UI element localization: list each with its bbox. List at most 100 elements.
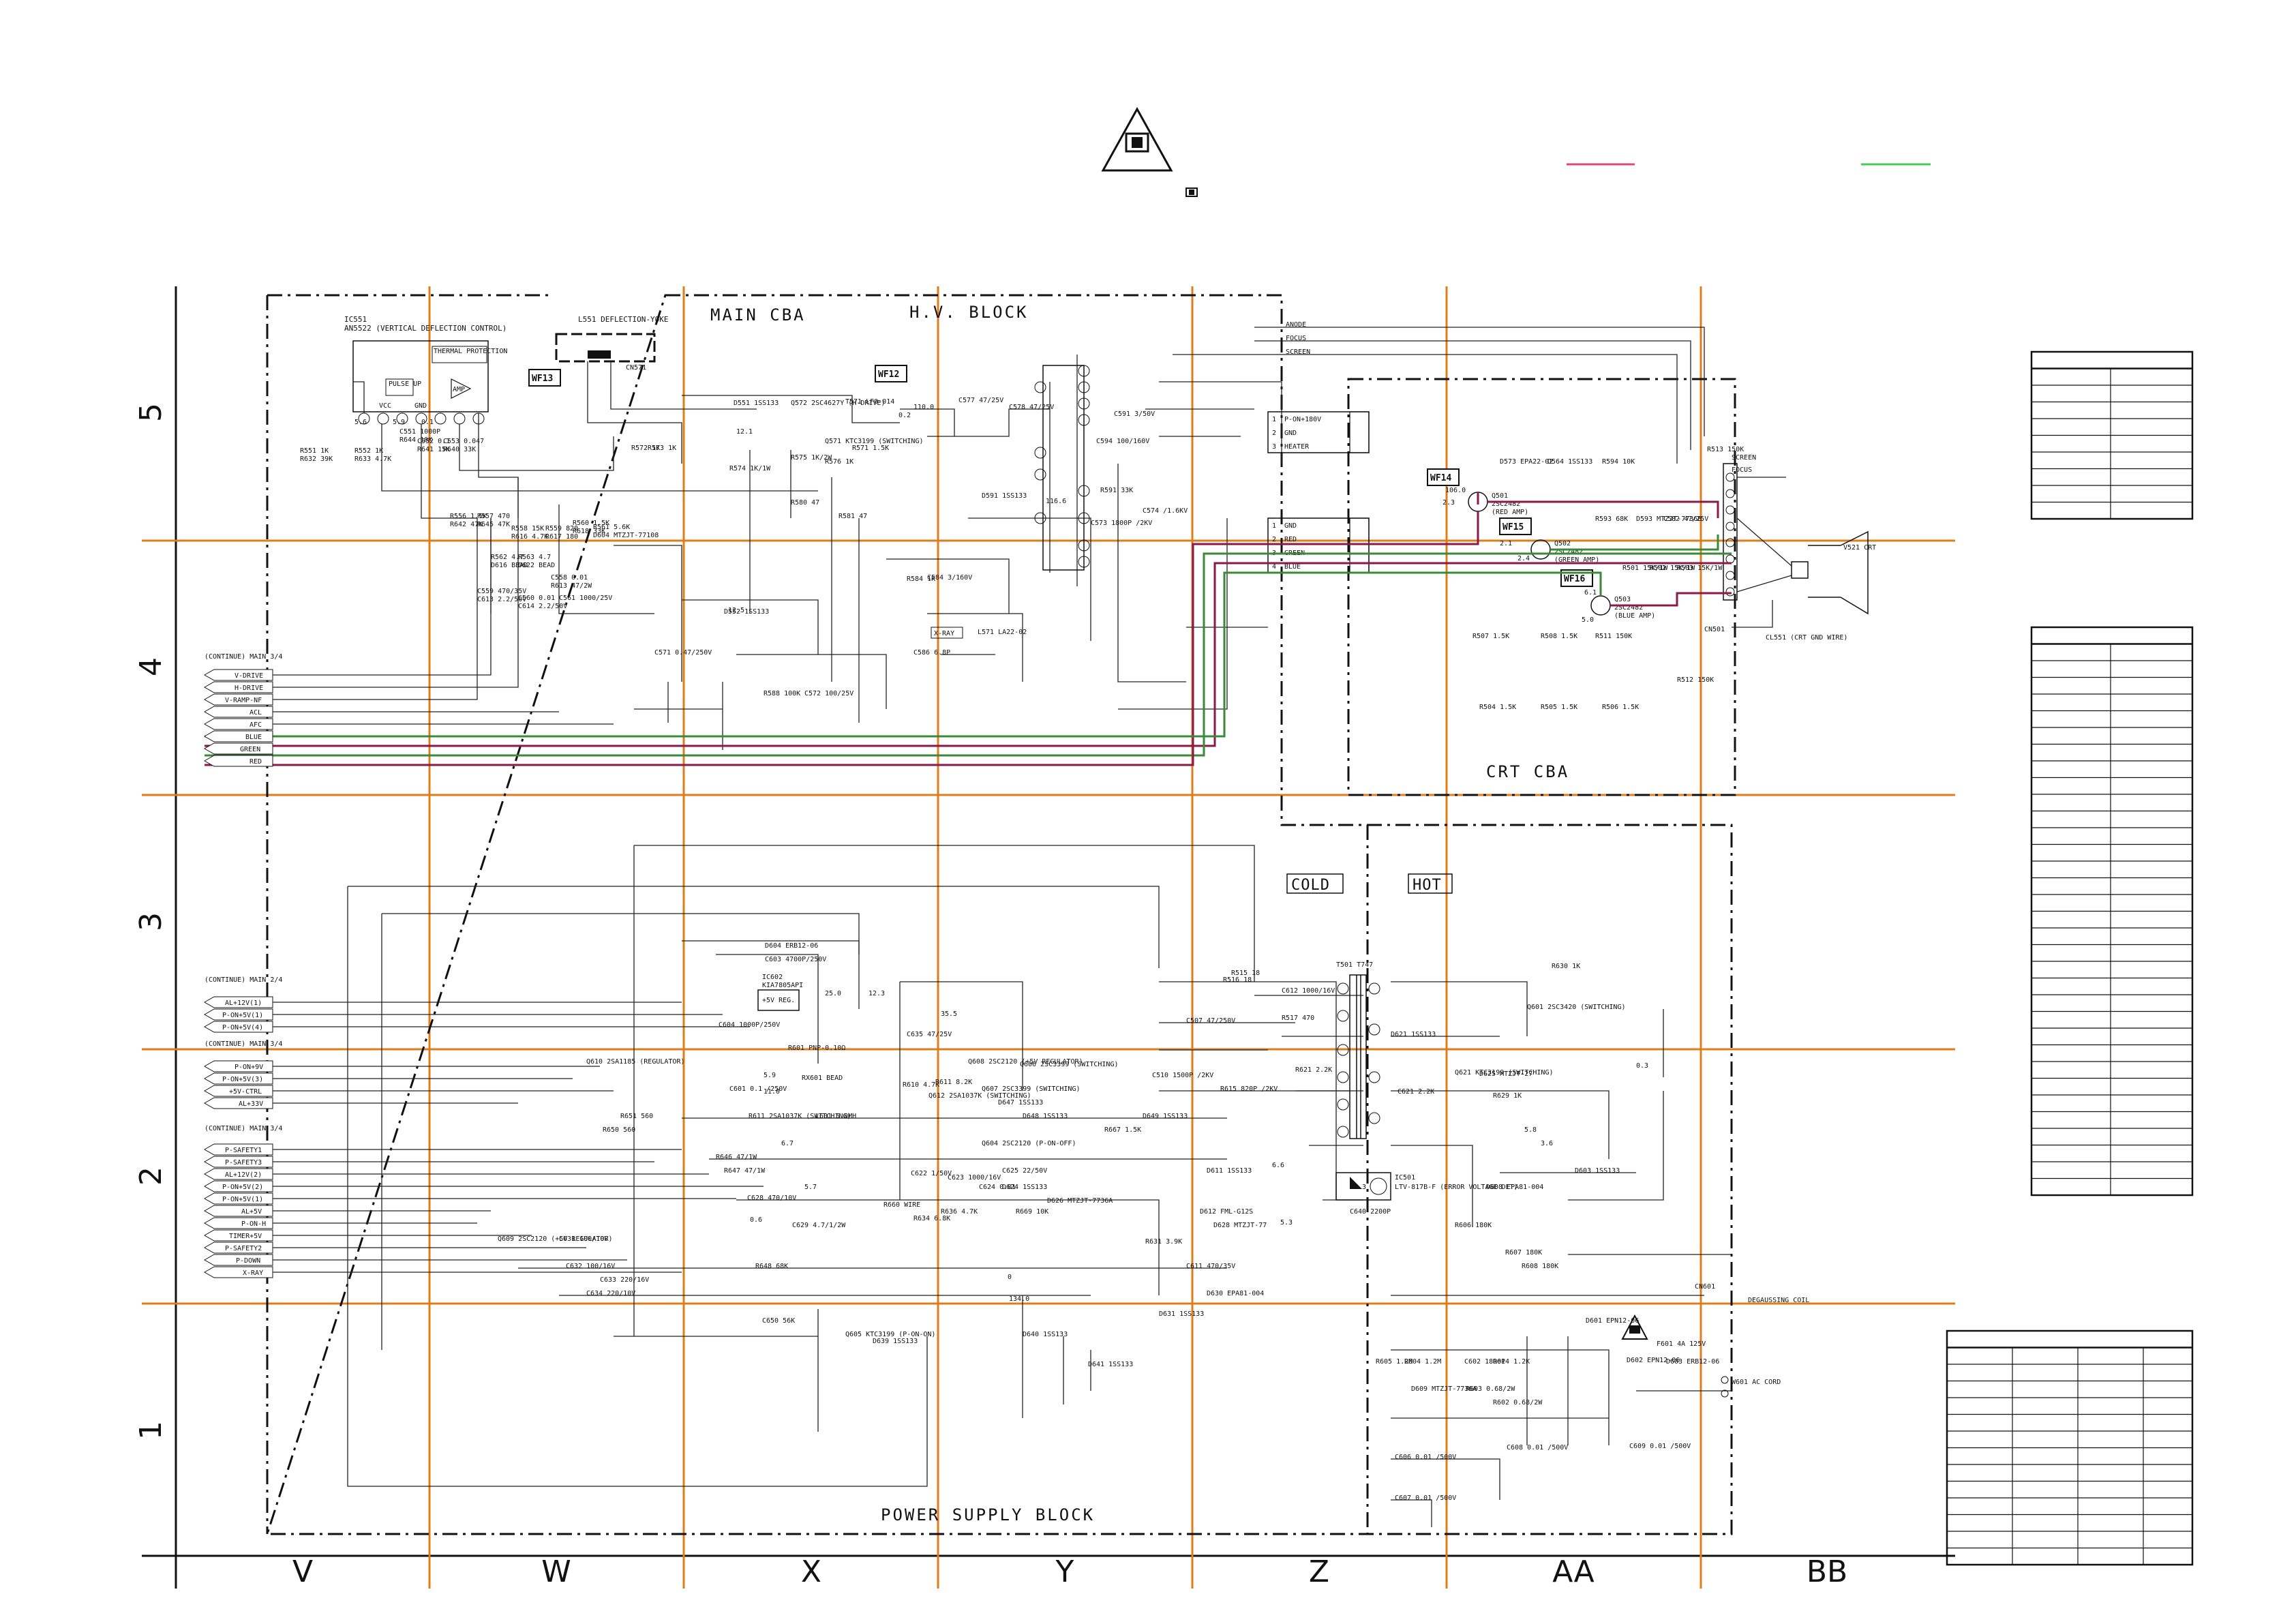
part-label: C571 0.47/250V <box>654 649 712 657</box>
part-label: R618 33K <box>573 528 605 535</box>
part-label: Q621 KTC3199 (SWITCHING) <box>1455 1069 1554 1077</box>
part-label: R660 WIRE <box>883 1201 920 1209</box>
part-label: Q610 2SA1185 (REGULATOR) <box>586 1058 685 1066</box>
part-label: C582 47/25V <box>1663 515 1708 523</box>
part-label: C558 0.01 <box>551 574 588 582</box>
part-label: R621 2.2K <box>1295 1066 1332 1074</box>
part-label: C650 56K <box>762 1317 795 1325</box>
col-label-v: V <box>292 1554 313 1589</box>
part-label: R651 560 <box>620 1113 653 1120</box>
part-label: C560 0.01 <box>518 595 555 602</box>
row-label-3: 3 <box>134 912 168 931</box>
row-label-2: 2 <box>134 1167 168 1186</box>
cl504-pin4: 4 <box>1272 563 1276 571</box>
part-label: R559 820 <box>545 525 578 532</box>
cl501-pin2: 2 <box>1272 430 1276 437</box>
part-label: D593 MTZJT-7736B <box>1636 515 1702 523</box>
part-label: D639 1SS133 <box>873 1338 918 1345</box>
voltage-label: 5.9 <box>393 419 405 426</box>
lc-top-signal-4: AFC <box>203 718 273 730</box>
part-label: D624 1SS133 <box>1002 1184 1047 1191</box>
col-label-y: Y <box>1055 1554 1074 1589</box>
part-label: R573 1K <box>648 445 676 452</box>
part-label: R648 68K <box>755 1263 788 1270</box>
part-label: R601 PNP-0.10Ω <box>788 1044 845 1052</box>
part-label: Q608 2SC2120 (+5V REGULATOR) <box>968 1058 1083 1066</box>
cl504-name2: RED <box>1284 536 1297 543</box>
part-label: C559 470/35V <box>477 588 526 595</box>
row-label-4: 4 <box>134 657 168 676</box>
svg-text:(GREEN AMP): (GREEN AMP) <box>1554 556 1599 564</box>
svg-text:P-ON+5V(4): P-ON+5V(4) <box>222 1024 263 1032</box>
cl504-pin2: 2 <box>1272 536 1276 543</box>
cl501-name1: P-ON+180V <box>1284 416 1321 423</box>
part-label: Q605 KTC3199 (P-ON-ON) <box>845 1331 935 1338</box>
part-label: C611 470/35V <box>1186 1263 1235 1270</box>
part-label: R515 18 <box>1231 969 1260 977</box>
part-label: R617 180 <box>545 533 578 541</box>
transformer-t501: T501 T747 <box>1336 961 1380 1139</box>
part-label: R571 1.5K <box>852 445 889 452</box>
lc-bot-signal-4: P-ON+5V(1) <box>203 1192 273 1205</box>
col-label-bb: BB <box>1807 1554 1847 1589</box>
part-label: D640 1SS133 <box>1023 1331 1068 1338</box>
svg-text:P-ON+9V: P-ON+9V <box>235 1064 263 1071</box>
voltage-label: 110.0 <box>913 404 934 411</box>
part-label: C573 1800P /2KV <box>1091 520 1152 527</box>
part-label: D621 1SS133 <box>1391 1031 1436 1038</box>
voltage-label: 7.3 <box>1354 1184 1366 1191</box>
part-label: R606 180K <box>1455 1222 1492 1229</box>
part-label: L601 5.0MH <box>815 1113 856 1120</box>
main-cba-title: MAIN CBA <box>710 305 806 325</box>
part-label: R634 6.8K <box>913 1215 950 1222</box>
part-label: R560 1.5K <box>573 520 609 527</box>
part-label: R611 2SA1037K (SWITCHING) <box>749 1113 851 1120</box>
part-label: Q606 2SC3399 (SWITCHING) <box>1020 1061 1119 1068</box>
svg-text:WF13: WF13 <box>532 374 553 384</box>
svg-text:2SC2482: 2SC2482 <box>1554 548 1583 556</box>
svg-text:H-DRIVE: H-DRIVE <box>235 685 263 692</box>
part-label: R507 1.5K <box>1472 633 1509 640</box>
voltage-label: 0 <box>1008 1274 1012 1281</box>
part-label: Q604 2SC2120 (P-ON-OFF) <box>982 1140 1076 1147</box>
svg-text:X-RAY: X-RAY <box>934 630 954 637</box>
lc-bot-signal-5: AL+5V <box>203 1205 273 1217</box>
svg-text:IC501: IC501 <box>1395 1174 1415 1182</box>
column-labels: V W X Y Z AA BB <box>292 1554 1847 1589</box>
part-label: C631 100/10V <box>559 1235 608 1243</box>
part-label: C591 3/50V <box>1114 410 1155 418</box>
svg-text:(CONTINUE) MAIN 2/4: (CONTINUE) MAIN 2/4 <box>205 976 282 984</box>
degauss-label: DEGAUSSING COIL <box>1748 1297 1809 1304</box>
svg-text:2SC2482: 2SC2482 <box>1614 604 1643 612</box>
part-label: R513 150K <box>1707 446 1744 453</box>
part-label: R605 1.2M <box>1376 1358 1413 1366</box>
crt-label: V521 CRT <box>1843 544 1876 552</box>
cl504-name1: GND <box>1284 522 1297 530</box>
part-label: C553 0.047 <box>443 438 484 445</box>
voltage-label: 3.6 <box>1541 1140 1553 1147</box>
part-label: R591 33K <box>1100 487 1133 494</box>
lc-top-signal-3: ACL <box>203 706 273 718</box>
part-label: D551 1SS133 <box>734 400 779 407</box>
part-label: C623 1000/16V <box>948 1174 1001 1182</box>
svg-text:AL+12V(2): AL+12V(2) <box>225 1171 262 1179</box>
part-label: R593 68K <box>1595 515 1628 523</box>
part-label: R584 1K <box>907 575 935 583</box>
part-label: R561 5.6K <box>593 524 630 531</box>
part-label: D608 EPA81-004 <box>1486 1184 1543 1191</box>
part-label: C609 0.01 /500V <box>1629 1443 1691 1450</box>
part-label: C586 6.8P <box>913 649 950 657</box>
part-label: R614 1.2K <box>1493 1358 1530 1366</box>
lc-top-signal-0: V-DRIVE <box>203 669 273 681</box>
voltage-label: 5.9 <box>764 1072 776 1079</box>
ic501-error-det: IC501 LTV-817B-F (ERROR VOLTAGE DET) <box>1335 1172 1518 1201</box>
part-label: C622 1/50V <box>911 1170 952 1177</box>
lc-mid1-signal-2: P-ON+5V(4) <box>203 1021 273 1033</box>
amp-label: AMP <box>453 386 465 393</box>
part-label: Q612 2SA1037K (SWITCHING) <box>928 1092 1031 1100</box>
part-label: C551 1000P <box>399 428 440 436</box>
svg-text:P-SAFETY2: P-SAFETY2 <box>225 1245 262 1252</box>
reference-table-3 <box>1946 1329 2194 1566</box>
